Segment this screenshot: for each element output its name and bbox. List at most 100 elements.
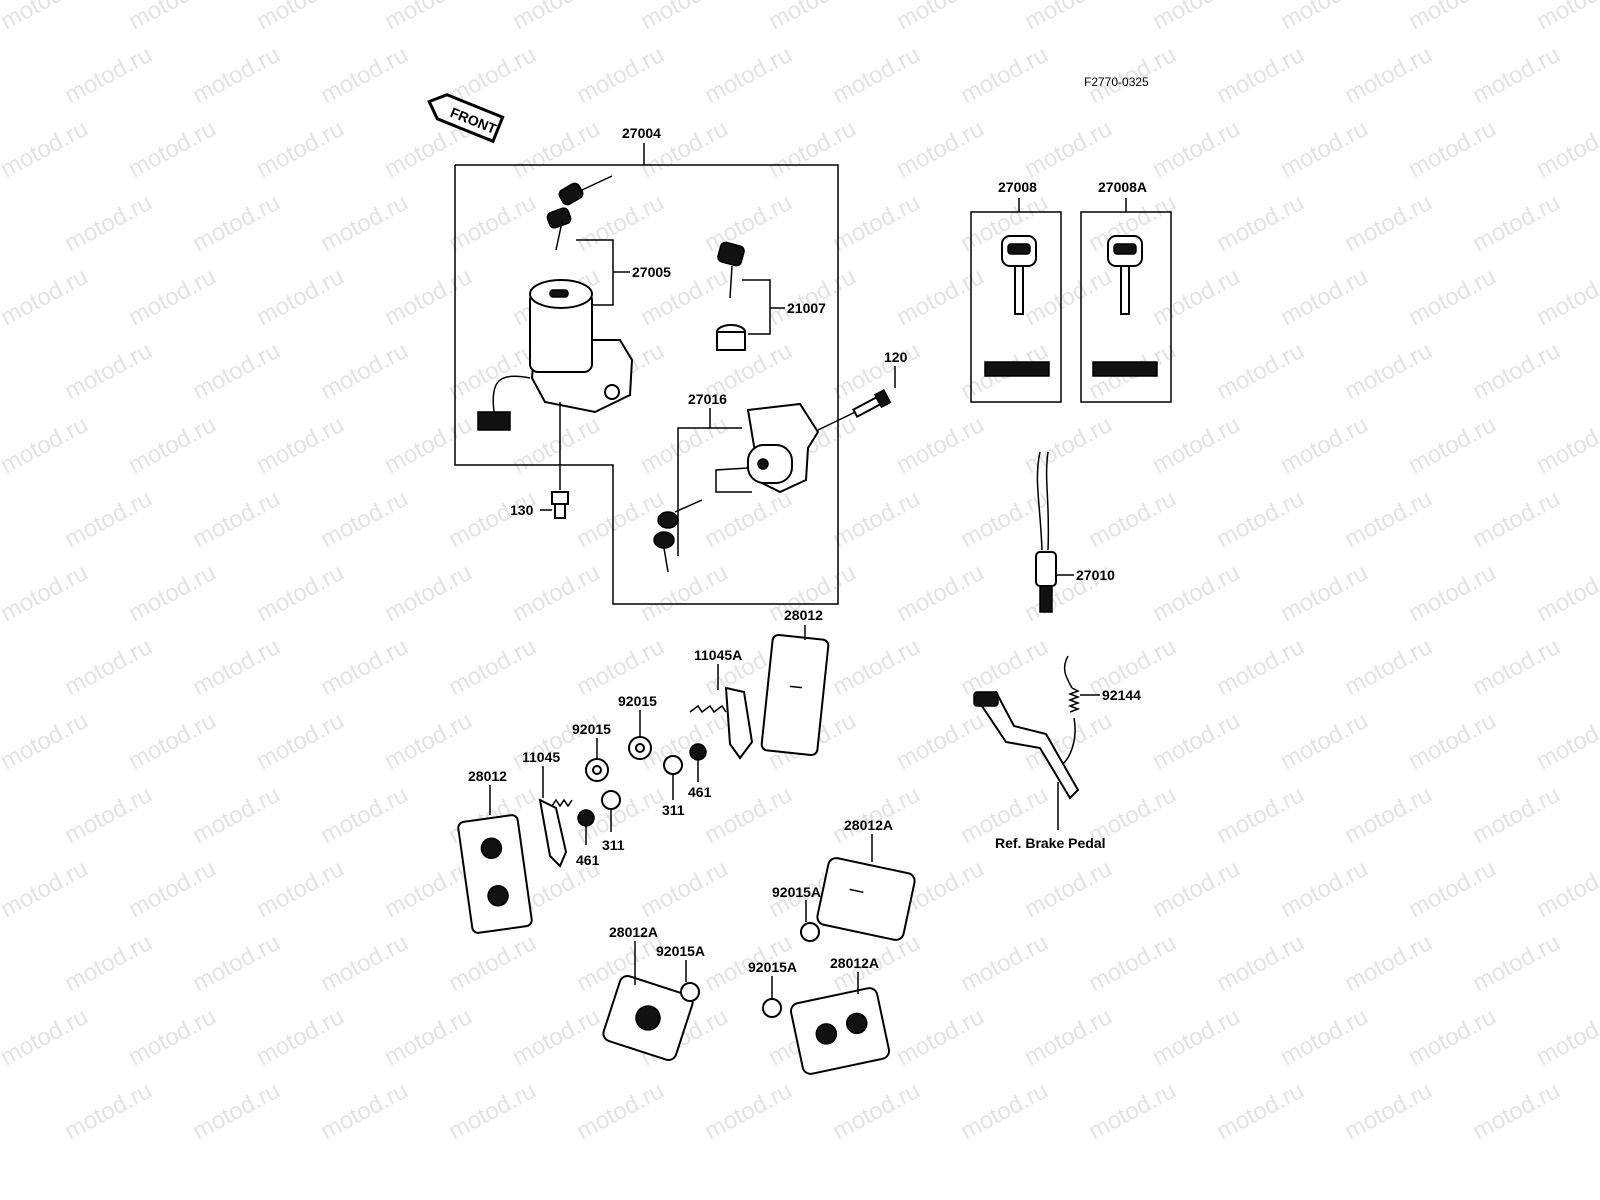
- watermark-text: motod.ru: [60, 337, 156, 405]
- reflector-28012-left-pattern-a: [480, 837, 503, 860]
- watermark-text: motod.ru: [1532, 707, 1600, 775]
- watermark-text: motod.ru: [1020, 855, 1116, 923]
- watermark-text: motod.ru: [956, 929, 1052, 997]
- watermark-text: motod.ru: [0, 855, 92, 923]
- callout-27010: 27010: [1076, 567, 1115, 583]
- watermark-text: motod.ru: [252, 707, 348, 775]
- lock-cap-21007: [716, 324, 746, 351]
- reflector-28012-left: [457, 814, 533, 934]
- ignition-key-pair: [546, 175, 613, 251]
- watermark-text: motod.ru: [1340, 189, 1436, 257]
- watermark-text: motod.ru: [188, 781, 284, 849]
- watermark-text: motod.ru: [444, 1077, 540, 1145]
- watermark-text: motod.ru: [1020, 0, 1116, 35]
- watermark-text: motod.ru: [700, 189, 796, 257]
- watermark-text: motod.ru: [444, 189, 540, 257]
- watermark-text: motod.ru: [1084, 485, 1180, 553]
- watermark-text: motod.ru: [0, 0, 92, 35]
- watermark-text: motod.ru: [1532, 411, 1600, 479]
- callout-120: 120: [884, 349, 908, 365]
- nut-92015-b: [585, 758, 609, 782]
- watermark-text: motod.ru: [1468, 633, 1564, 701]
- watermark-text: motod.ru: [380, 0, 476, 35]
- keyhole: [549, 289, 569, 298]
- callout-92015-b: 92015: [572, 721, 611, 737]
- helmet-lock-keys: [653, 499, 703, 573]
- watermark-text: motod.ru: [1340, 781, 1436, 849]
- key-blank-27008-tag: [984, 361, 1050, 377]
- washer-461-a-body: [689, 743, 707, 761]
- brake-switch-27010: [1035, 451, 1057, 613]
- watermark-text: motod.ru: [1276, 855, 1372, 923]
- watermark-text: motod.ru: [1276, 707, 1372, 775]
- watermark-text: motod.ru: [1596, 337, 1600, 405]
- switch-wire: [492, 375, 531, 413]
- watermark-text: motod.ru: [444, 633, 540, 701]
- watermark-text: motod.ru: [252, 411, 348, 479]
- watermark-text: motod.ru: [1596, 189, 1600, 257]
- watermark-text: motod.ru: [892, 707, 988, 775]
- key-21007-blade: [729, 265, 733, 299]
- bracket-11045A: [689, 686, 754, 760]
- screw-120-shank: [852, 396, 882, 419]
- watermark-text: motod.ru: [252, 115, 348, 183]
- watermark-text: motod.ru: [316, 337, 412, 405]
- nut-92015A-c: [762, 998, 782, 1018]
- key-head-b: [558, 182, 584, 206]
- key-blank-27008-grip: [1007, 243, 1031, 255]
- watermark-text: motod.ru: [1084, 1077, 1180, 1145]
- brake-pedal-arm: [976, 690, 1080, 800]
- watermark-text: motod.ru: [0, 411, 92, 479]
- callout-27016: 27016: [688, 391, 727, 407]
- watermark-text: motod.ru: [1532, 559, 1600, 627]
- nut-92015A-c-outer: [762, 998, 782, 1018]
- watermark-text: motod.ru: [252, 0, 348, 35]
- callout-28012A-c: 28012A: [830, 955, 879, 971]
- screw-120: [852, 389, 892, 419]
- watermark-text: motod.ru: [60, 485, 156, 553]
- watermark-text: motod.ru: [124, 855, 220, 923]
- callout-28012A-b: 28012A: [609, 924, 658, 940]
- reflector-28012A-c: [789, 987, 891, 1075]
- watermark-text: motod.ru: [0, 115, 92, 183]
- watermark-text: motod.ru: [1532, 0, 1600, 35]
- watermark-text: motod.ru: [252, 559, 348, 627]
- watermark-text: motod.ru: [0, 707, 92, 775]
- callout-311-b: 311: [602, 837, 625, 853]
- watermark-text: motod.ru: [1532, 263, 1600, 331]
- switch-27010-plunger: [1039, 585, 1053, 613]
- watermark-text: motod.ru: [380, 411, 476, 479]
- watermark-text: motod.ru: [444, 485, 540, 553]
- helmet-lock: [715, 402, 873, 494]
- washer-461-b: [577, 809, 595, 827]
- watermark-text: motod.ru: [316, 929, 412, 997]
- callout-92015A-c: 92015A: [748, 959, 797, 975]
- watermark-text: motod.ru: [828, 41, 924, 109]
- brake-pedal: [973, 690, 1080, 800]
- watermark-text: motod.ru: [1340, 1077, 1436, 1145]
- watermark-text: motod.ru: [1404, 1003, 1500, 1071]
- key-blank-27008A: [1092, 235, 1158, 377]
- nut-92015-a-inner: [635, 743, 645, 753]
- reflector-28012A-a-stud: [849, 888, 864, 894]
- watermark-text: motod.ru: [764, 263, 860, 331]
- watermark-text: motod.ru: [316, 485, 412, 553]
- watermark-text: motod.ru: [1340, 485, 1436, 553]
- watermark-text: motod.ru: [380, 263, 476, 331]
- watermark-text: motod.ru: [444, 929, 540, 997]
- watermark-text: motod.ru: [892, 0, 988, 35]
- watermark-text: motod.ru: [636, 0, 732, 35]
- watermark-text: motod.ru: [1468, 929, 1564, 997]
- watermark-text: motod.ru: [1020, 263, 1116, 331]
- watermark-text: motod.ru: [1276, 411, 1372, 479]
- watermark-text: motod.ru: [316, 189, 412, 257]
- watermark-text: motod.ru: [124, 115, 220, 183]
- watermark-text: motod.ru: [1404, 263, 1500, 331]
- watermark-text: motod.ru: [188, 189, 284, 257]
- watermark-text: motod.ru: [1084, 929, 1180, 997]
- watermark-text: motod.ru: [1276, 0, 1372, 35]
- nut-311-b-outer: [601, 790, 621, 810]
- watermark-text: motod.ru: [1212, 1077, 1308, 1145]
- screw-120-head: [873, 389, 892, 409]
- watermark-text: motod.ru: [1404, 411, 1500, 479]
